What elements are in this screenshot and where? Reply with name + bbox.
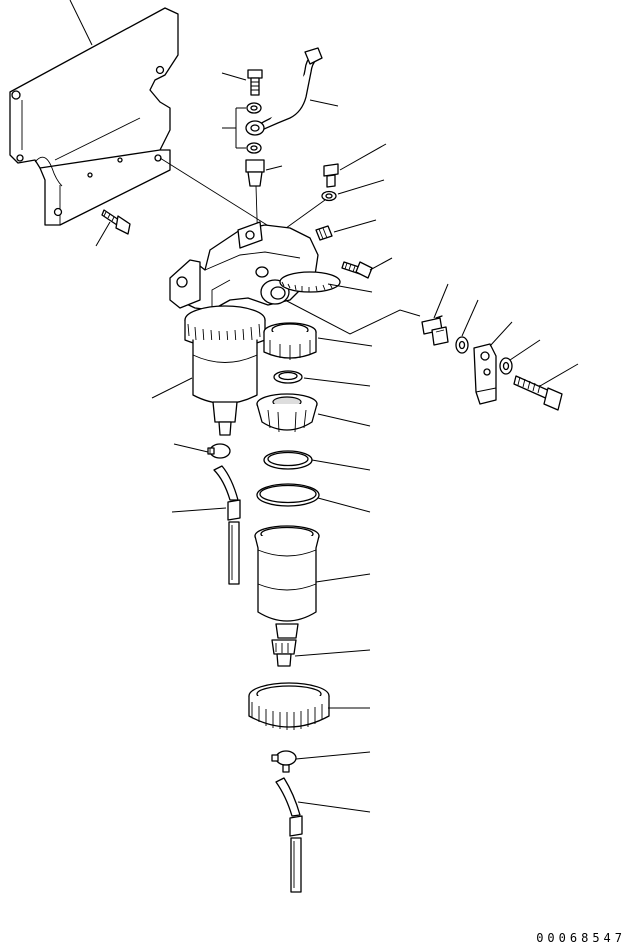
leader-gasket xyxy=(338,180,384,194)
leader-element-cap xyxy=(318,338,372,346)
leader-bracket-bolt xyxy=(96,222,110,246)
washer-upper xyxy=(247,103,261,113)
drain-hose xyxy=(214,466,240,584)
filter-cartridge xyxy=(255,526,319,638)
leader-drain-cock-lower xyxy=(296,752,370,759)
o-ring-medium xyxy=(264,451,312,469)
leader-o-ring-medium xyxy=(312,460,370,470)
filter-assembly xyxy=(185,306,265,435)
leader-drain-hose xyxy=(172,508,226,512)
fuel-tube xyxy=(246,48,322,135)
union-fitting xyxy=(436,316,442,318)
leader-o-ring-large xyxy=(318,498,370,512)
bracket-bolt xyxy=(102,210,130,234)
plug xyxy=(324,164,338,187)
separator xyxy=(257,394,317,432)
drain-cock xyxy=(208,444,230,458)
bleeder-screw xyxy=(316,226,332,240)
banjo-bolt xyxy=(248,70,262,95)
leader-cartridge xyxy=(316,574,370,582)
leader-fuel-tube xyxy=(310,100,338,106)
leader-washer-far-right xyxy=(510,340,540,360)
leader-filter-assembly xyxy=(152,378,192,398)
leader-washer-right xyxy=(462,300,478,336)
leader-o-ring-small xyxy=(304,378,370,386)
leader-eye-bolt xyxy=(540,364,578,386)
leader-eye-bracket xyxy=(490,322,512,346)
leader-bracket xyxy=(70,0,92,45)
gasket xyxy=(322,192,336,201)
leader-plug xyxy=(340,144,386,170)
connector xyxy=(246,160,264,186)
leader-head-bolt xyxy=(370,258,392,270)
leader-connector xyxy=(266,166,282,170)
leader-drain-hose-lower xyxy=(298,802,370,812)
o-ring-large xyxy=(257,484,319,506)
filter-element-cap xyxy=(264,323,316,360)
bracket-leader-washers xyxy=(222,108,246,148)
elbow-connector xyxy=(422,318,448,345)
leader-bleeder xyxy=(334,220,376,232)
eye-bolt xyxy=(514,376,562,410)
washer-far-right xyxy=(500,358,512,374)
head-bolt xyxy=(342,262,372,278)
leader-separator xyxy=(318,414,370,426)
leader-eyebolt-line xyxy=(285,300,420,334)
drain-valve xyxy=(272,640,296,666)
leader-banjo-bolt xyxy=(222,73,246,80)
drain-hose-lower xyxy=(276,778,302,892)
leader-head-ring xyxy=(328,284,372,292)
eye-bracket xyxy=(474,344,496,404)
filter-head xyxy=(170,222,340,310)
drawing-number: 00068547 xyxy=(536,931,626,945)
washer-right xyxy=(456,337,468,353)
o-ring-small xyxy=(274,371,302,383)
mounting-bracket xyxy=(10,8,178,225)
ring-nut xyxy=(249,683,329,730)
leader-elbow xyxy=(434,284,448,318)
drain-cock-lower xyxy=(272,751,296,772)
leader-drain-cock xyxy=(174,444,208,452)
washer-lower xyxy=(247,143,261,153)
leader-drain-valve xyxy=(295,650,370,656)
